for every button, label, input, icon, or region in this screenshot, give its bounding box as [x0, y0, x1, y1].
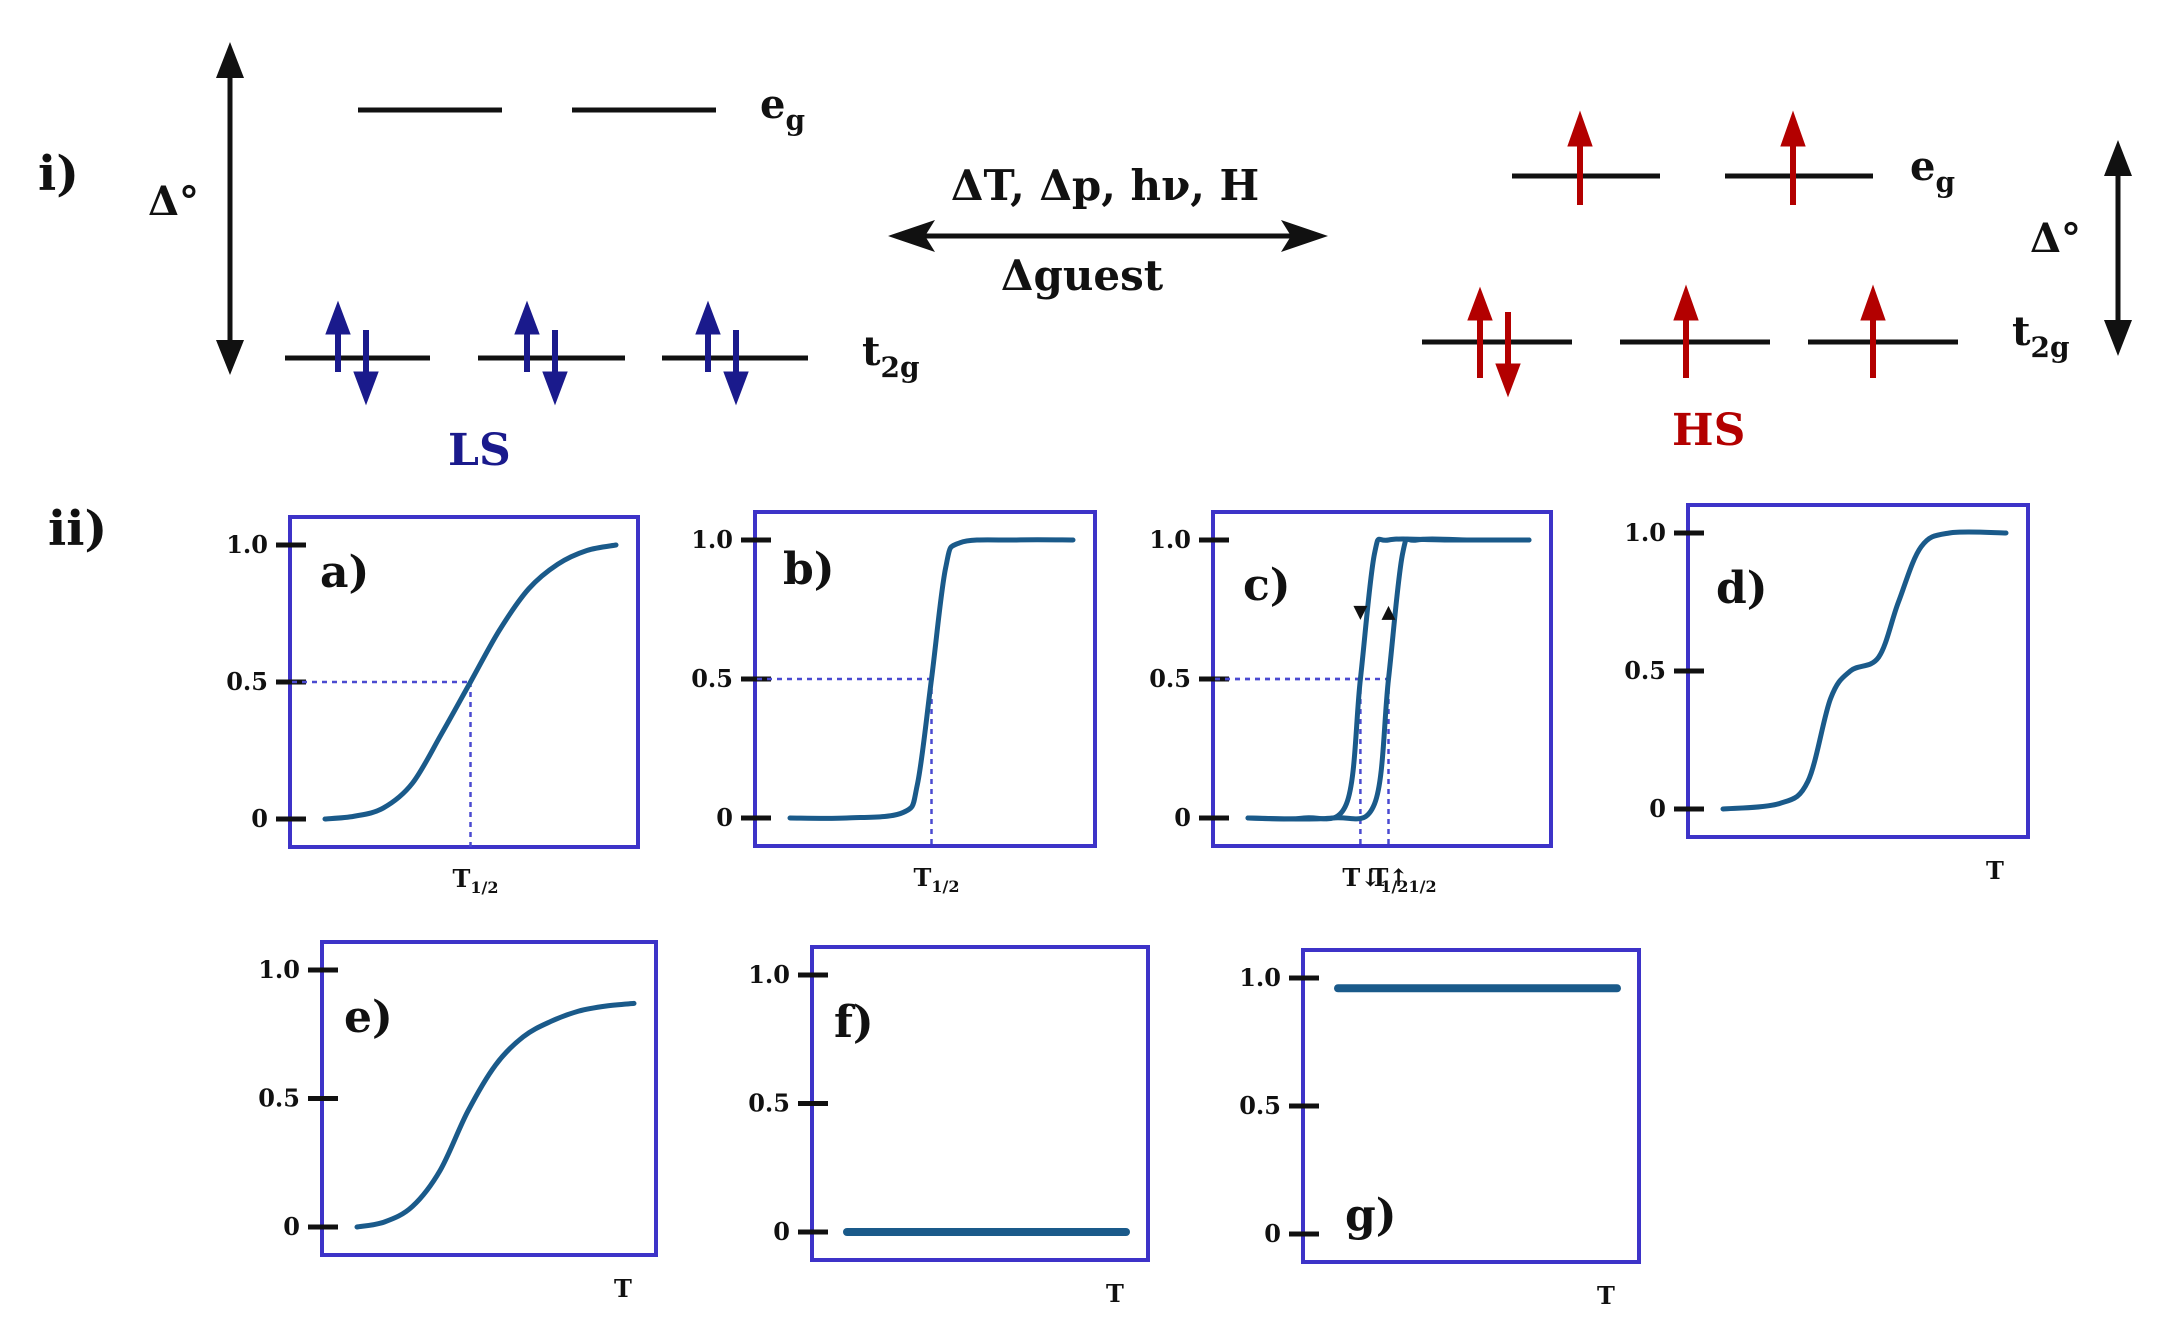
panel-e-ytick-label: 0: [283, 1212, 300, 1241]
panel-g: 1.0 0.5 0 g) T: [1239, 948, 1641, 1310]
panel-b-ytick-label: 1.0: [691, 525, 733, 554]
panel-b-label: b): [783, 544, 835, 595]
ls-energy-diagram: Δ° eg t2g: [148, 42, 920, 476]
panel-g-xlabel: T: [1597, 1281, 1615, 1310]
panel-f-label: f): [834, 997, 874, 1048]
panel-f-ytick-label: 0: [773, 1217, 790, 1246]
panel-d-ytick-label: 1.0: [1624, 518, 1666, 547]
stimulus-arrow-head-left: [888, 220, 935, 252]
hs-eg-electron-2: [1780, 110, 1806, 205]
panel-g-ytick-label: 0.5: [1239, 1091, 1281, 1120]
hs-eg-electron-1: [1567, 110, 1593, 205]
ls-electron-pairs: [325, 300, 749, 406]
stimulus-arrow-head-right: [1281, 220, 1328, 252]
panel-c-curve-2: [1245, 536, 1532, 822]
hs-eg-label: eg: [1910, 143, 1955, 199]
hs-t2g-electron-3: [1860, 284, 1886, 378]
panel-f-xlabel: T: [1106, 1279, 1124, 1308]
section-ii-label: ii): [48, 501, 107, 557]
ls-eg-label: eg: [760, 81, 805, 137]
panel-a-ytick-label: 0.5: [226, 667, 268, 696]
panel-f-frame: [810, 945, 1150, 1262]
panel-e-xlabel: T: [614, 1274, 632, 1303]
ls-state-label: LS: [448, 425, 511, 476]
panel-e-label: e): [344, 992, 393, 1043]
hs-t2g-label: t2g: [2012, 308, 2070, 364]
panel-c-xlabel: T↑1/2: [1371, 863, 1437, 896]
panel-c-heating-arrow: [1381, 605, 1396, 620]
panel-d: 1.0 0.5 0 d) T: [1624, 503, 2030, 885]
panel-a-curve: [322, 542, 619, 822]
panel-d-xlabel: T: [1986, 856, 2004, 885]
panel-a-ytick-label: 0: [251, 804, 268, 833]
hs-delta-arrow-head-up: [2104, 140, 2132, 176]
panel-b-curve: [787, 537, 1076, 821]
panel-a: 1.0 0.5 0 a) T1/2: [226, 515, 640, 897]
panel-c-ytick-label: 0.5: [1149, 664, 1191, 693]
ls-delta-label: Δ°: [148, 178, 199, 225]
panel-d-frame: [1686, 503, 2030, 839]
panel-a-label: a): [320, 547, 369, 598]
hs-energy-diagram: eg t2g: [1422, 110, 2132, 456]
panel-d-ytick-label: 0: [1649, 794, 1666, 823]
panel-f-ytick-label: 0.5: [748, 1089, 790, 1118]
ls-electron-pair-2: [514, 300, 568, 406]
panel-g-ytick-label: 1.0: [1239, 963, 1281, 992]
panel-e: 1.0 0.5 0 e) T: [258, 940, 658, 1303]
ls-t2g-label: t2g: [862, 328, 920, 384]
hs-electrons: [1467, 110, 1886, 398]
panel-g-ytick-label: 0: [1264, 1219, 1281, 1248]
panel-b-ytick-label: 0.5: [691, 664, 733, 693]
panel-g-label: g): [1345, 1190, 1397, 1241]
hs-state-label: HS: [1672, 405, 1745, 456]
transition-curve-panels: 1.0 0.5 0 a) T1/2 1.0 0.5 0 b) T1/2 1.0 0.5 0 c) T↓1/2…: [226, 503, 2030, 1310]
panel-e-ytick-label: 0.5: [258, 1084, 300, 1113]
section-i-label: i): [38, 146, 79, 202]
panel-c-ytick-label: 1.0: [1149, 525, 1191, 554]
panel-c-label: c): [1243, 560, 1291, 611]
panel-a-xlabel: T1/2: [453, 864, 499, 897]
panel-b-ytick-label: 0: [716, 803, 733, 832]
panel-e-ytick-label: 1.0: [258, 955, 300, 984]
panel-e-curve: [354, 1000, 637, 1230]
panel-b-xlabel: T1/2: [914, 863, 960, 896]
panel-c: 1.0 0.5 0 c) T↓1/2T↑1/2: [1149, 510, 1553, 896]
ls-delta-arrow-head-up: [216, 42, 244, 78]
panel-d-label: d): [1716, 563, 1768, 614]
panel-f-ytick-label: 1.0: [748, 960, 790, 989]
hs-delta-arrow-head-down: [2104, 320, 2132, 356]
panel-c-cooling-arrow: [1353, 605, 1368, 620]
ls-electron-pair-3: [695, 300, 749, 406]
panel-d-curve: [1720, 529, 2009, 812]
ls-electron-pair-1: [325, 300, 379, 406]
hs-t2g-electron-2: [1673, 284, 1699, 378]
panel-d-ytick-label: 0.5: [1624, 656, 1666, 685]
panel-f: 1.0 0.5 0 f) T: [748, 945, 1150, 1308]
panel-c-xlabel: T↓1/2: [1342, 863, 1408, 896]
panel-b: 1.0 0.5 0 b) T1/2: [691, 510, 1097, 896]
panel-e-frame: [320, 940, 658, 1257]
ls-delta-arrow-head-down: [216, 340, 244, 375]
panel-a-ytick-label: 1.0: [226, 530, 268, 559]
stimulus-top-label: ΔT, Δp, hν, H: [951, 161, 1259, 210]
hs-delta-label: Δ°: [2030, 215, 2081, 262]
stimulus-bottom-label: Δguest: [1001, 251, 1164, 300]
hs-t2g-electron-pair: [1467, 286, 1521, 398]
panel-c-ytick-label: 0: [1174, 803, 1191, 832]
stimulus-arrow: ΔT, Δp, hν, H Δguest: [888, 161, 1328, 300]
